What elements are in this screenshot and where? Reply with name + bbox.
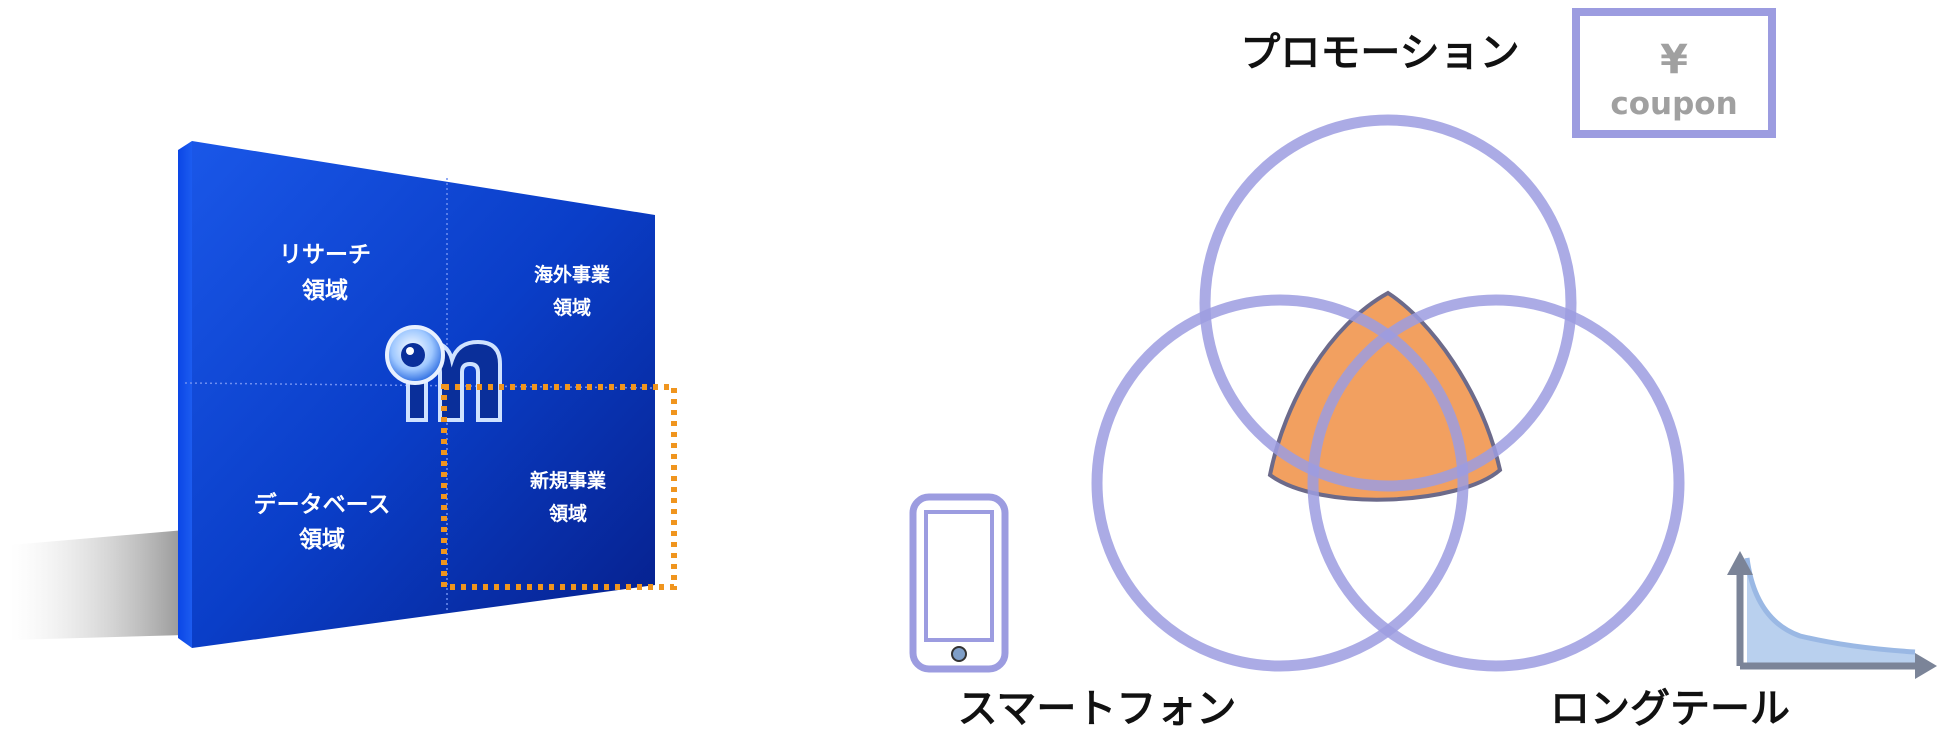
- quadrant-bottom-left-line2: 領域: [299, 526, 345, 553]
- venn-diagram: プロモーション スマートフォン ロングテール: [958, 30, 1790, 732]
- quadrant-bottom-right-line1: 新規事業: [530, 469, 607, 492]
- quadrant-bottom-right-line2: 領域: [549, 502, 587, 525]
- venn-circle-longtail: [1307, 294, 1685, 672]
- quadrant-top-left-line1: リサーチ: [279, 242, 371, 268]
- board-shadow: [10, 530, 185, 640]
- venn-label-longtail: ロングテール: [1550, 686, 1790, 732]
- venn-circle-promotion: [1199, 114, 1577, 492]
- venn-circle-smartphone: [1091, 294, 1469, 672]
- project-board: リサーチ 領域 海外事業 領域 データベース 領域 新規事業 領域: [10, 141, 677, 648]
- coupon-yen-symbol: ¥: [1660, 37, 1688, 83]
- venn-center-intersection: [1267, 290, 1503, 502]
- quadrant-bottom-left-line1: データベース: [254, 491, 391, 518]
- venn-label-promotion: プロモーション: [1240, 30, 1519, 76]
- quadrant-top-left-line2: 領域: [302, 277, 348, 304]
- smartphone-icon: [909, 493, 1009, 673]
- m-mascot-logo-icon: [385, 325, 502, 422]
- quadrant-top-right-line2: 領域: [553, 296, 591, 319]
- long-tail-chart-icon: [1727, 551, 1937, 679]
- coupon-label: coupon: [1610, 86, 1737, 122]
- board-side: [178, 141, 192, 648]
- new-business-highlight: [441, 384, 677, 590]
- venn-label-smartphone: スマートフォン: [958, 686, 1237, 732]
- quadrant-top-right-line1: 海外事業: [534, 263, 611, 286]
- coupon-icon: ¥ coupon: [1572, 8, 1776, 138]
